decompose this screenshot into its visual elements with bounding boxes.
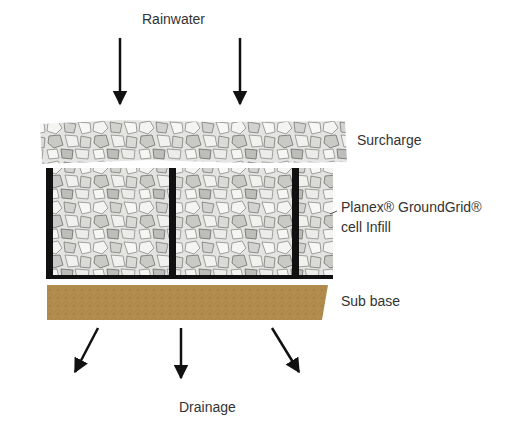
drainage-arrow bbox=[272, 328, 299, 372]
flow-label: Rainwater bbox=[142, 10, 205, 30]
layer-label: Planex® GroundGrid® cell Infill bbox=[341, 198, 491, 237]
leader-line bbox=[330, 211, 337, 214]
flow-label: Drainage bbox=[179, 398, 236, 418]
rain-arrow bbox=[239, 38, 242, 104]
cell-wall bbox=[292, 168, 299, 279]
layer-label: Sub base bbox=[341, 292, 400, 312]
cell-infill bbox=[48, 168, 333, 276]
cell-base bbox=[46, 275, 333, 279]
groundgrid-cells bbox=[46, 168, 333, 279]
drainage-arrow bbox=[75, 328, 98, 372]
rain-arrows bbox=[120, 38, 240, 104]
layer-label: Surcharge bbox=[357, 131, 422, 151]
sub-base-layer bbox=[47, 285, 328, 320]
surcharge-layer bbox=[40, 120, 347, 164]
drainage-arrows bbox=[75, 328, 299, 378]
cell-wall bbox=[46, 168, 53, 279]
cell-wall bbox=[169, 168, 176, 279]
drainage-arrow bbox=[180, 328, 183, 378]
rain-arrow bbox=[119, 38, 122, 104]
